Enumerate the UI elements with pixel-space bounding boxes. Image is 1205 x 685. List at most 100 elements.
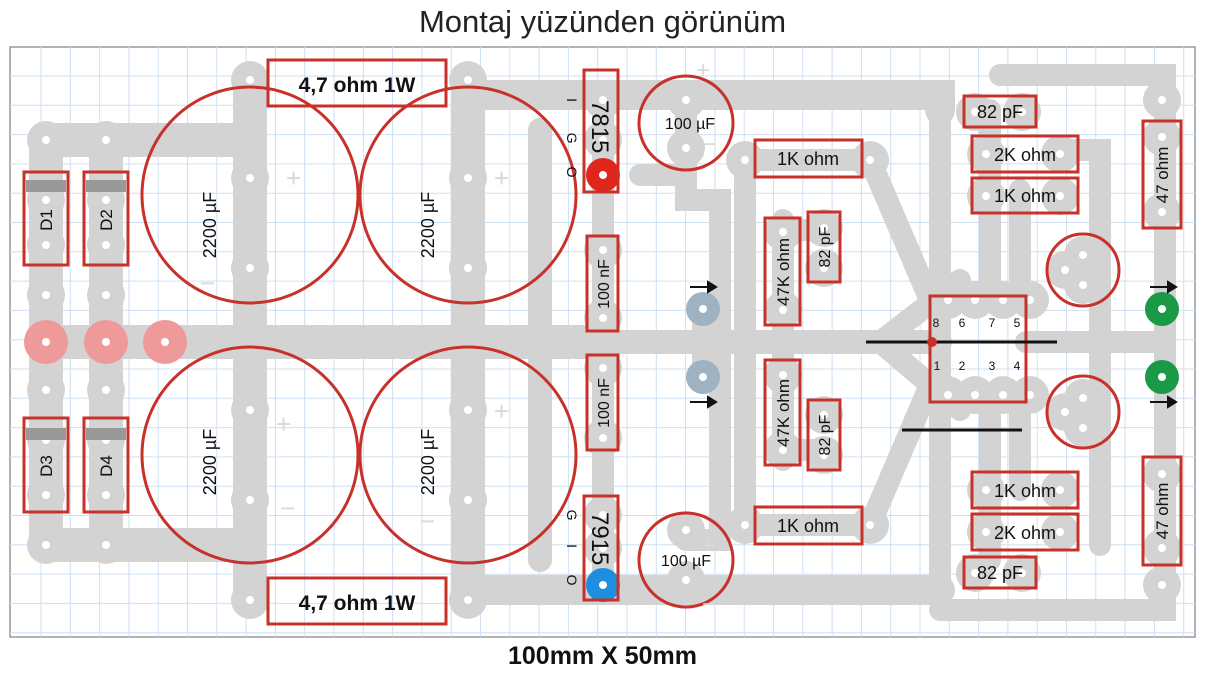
arrow-right-icon — [1150, 280, 1178, 294]
regulator-7815: 7815 I G O — [564, 68, 620, 194]
pad-hole — [999, 391, 1007, 399]
svg-text:D1: D1 — [37, 209, 56, 231]
svg-text:D3: D3 — [37, 455, 56, 477]
resistor-47k-bottom: 47K ohm — [763, 358, 802, 467]
pad-hole — [246, 596, 254, 604]
resistor-1k-right-top: 1K ohm — [970, 176, 1080, 215]
svg-text:2K ohm: 2K ohm — [994, 145, 1056, 165]
pad-hole — [1018, 569, 1026, 577]
pad-hole — [599, 136, 607, 144]
board-dimensions: 100mm X 50mm — [507, 642, 697, 670]
pad-hole — [102, 491, 110, 499]
svg-text:+: + — [702, 532, 716, 559]
pad-hole — [1158, 133, 1166, 141]
svg-text:2200 µF: 2200 µF — [418, 192, 438, 258]
pad-hole — [246, 174, 254, 182]
svg-text:2200 µF: 2200 µF — [200, 192, 220, 258]
svg-text:+: + — [696, 57, 710, 84]
resistor-1k-right-bottom: 1K ohm — [970, 470, 1080, 510]
svg-text:47K ohm: 47K ohm — [774, 238, 793, 306]
pad-hole — [944, 391, 952, 399]
pad-hole — [599, 434, 607, 442]
svg-text:1: 1 — [934, 359, 941, 373]
pad-hole — [971, 296, 979, 304]
pad-hole — [971, 108, 979, 116]
pad-hole — [1056, 192, 1064, 200]
pad-hole — [102, 386, 110, 394]
pad-hole — [102, 291, 110, 299]
svg-text:100 µF: 100 µF — [661, 553, 711, 570]
pad-hole — [599, 171, 607, 179]
pad-hole — [682, 526, 690, 534]
pad-hole — [42, 291, 50, 299]
svg-text:I: I — [564, 98, 580, 102]
pad-hole — [982, 528, 990, 536]
pad-hole — [1079, 394, 1087, 402]
diode-d4: D4 — [82, 416, 130, 514]
pad-hole — [42, 241, 50, 249]
pad-hole — [699, 373, 707, 381]
svg-text:D4: D4 — [97, 455, 116, 477]
pad-hole — [1026, 391, 1034, 399]
pad-hole — [161, 338, 169, 346]
resistor-47k-top: 47K ohm — [763, 216, 802, 327]
pad-hole — [599, 314, 607, 322]
svg-text:D2: D2 — [97, 209, 116, 231]
pad-hole — [699, 305, 707, 313]
svg-text:+: + — [494, 163, 509, 193]
svg-text:82 pF: 82 pF — [977, 102, 1023, 122]
svg-text:2K ohm: 2K ohm — [994, 523, 1056, 543]
copper-traces — [29, 63, 1176, 621]
pad-hole — [866, 156, 874, 164]
svg-text:2: 2 — [959, 359, 966, 373]
pad-hole — [1158, 305, 1166, 313]
resistor-4-7-ohm-bottom: 4,7 ohm 1W — [266, 576, 448, 626]
pad-hole — [102, 241, 110, 249]
resistor-1k-mid-top: 1K ohm — [753, 138, 864, 179]
capacitor-100nf-2: 100 nF — [585, 353, 620, 452]
pad-hole — [971, 391, 979, 399]
svg-text:82 pF: 82 pF — [817, 414, 834, 455]
pad-hole — [599, 246, 607, 254]
diode-d1: D1 — [22, 170, 70, 267]
svg-text:82 pF: 82 pF — [817, 226, 834, 267]
pad-hole — [1079, 251, 1087, 259]
pad-hole — [1079, 281, 1087, 289]
svg-text:100 nF: 100 nF — [596, 259, 613, 309]
pad-hole — [1158, 208, 1166, 216]
svg-text:1K ohm: 1K ohm — [994, 186, 1056, 206]
pad-hole — [599, 544, 607, 552]
resistor-2k-bottom: 2K ohm — [970, 512, 1080, 552]
pad-hole — [42, 136, 50, 144]
capacitor-82pf-mid-top: 82 pF — [806, 210, 842, 284]
pad-hole — [779, 306, 787, 314]
pad-hole — [464, 596, 472, 604]
pad-hole — [779, 228, 787, 236]
pad-hole — [1061, 408, 1069, 416]
pad-hole — [1056, 528, 1064, 536]
arrow-right-icon — [1150, 395, 1178, 409]
svg-text:47 ohm: 47 ohm — [1153, 147, 1172, 204]
pad-hole — [599, 96, 607, 104]
pad-hole — [464, 76, 472, 84]
pad-hole — [982, 150, 990, 158]
svg-text:−: − — [420, 506, 435, 536]
pad-hole — [599, 511, 607, 519]
svg-text:+: + — [494, 396, 509, 426]
svg-text:47K ohm: 47K ohm — [774, 379, 793, 447]
svg-text:+: + — [286, 163, 301, 193]
capacitor-100uf-2: 100 µF + − — [637, 511, 735, 618]
pad-hole — [866, 521, 874, 529]
pad-hole — [682, 96, 690, 104]
arrow-right-icon — [690, 395, 718, 409]
svg-text:−: − — [702, 591, 716, 618]
diode-d2: D2 — [82, 170, 130, 267]
pad-hole — [599, 364, 607, 372]
svg-text:4,7 ohm 1W: 4,7 ohm 1W — [299, 74, 416, 97]
pad-hole — [1158, 470, 1166, 478]
resistor-47-ohm-bottom: 47 ohm — [1141, 455, 1183, 567]
pad-hole — [779, 371, 787, 379]
resistor-4-7-ohm-top: 4,7 ohm 1W — [266, 58, 448, 108]
pad-hole — [741, 521, 749, 529]
svg-text:47 ohm: 47 ohm — [1153, 483, 1172, 540]
